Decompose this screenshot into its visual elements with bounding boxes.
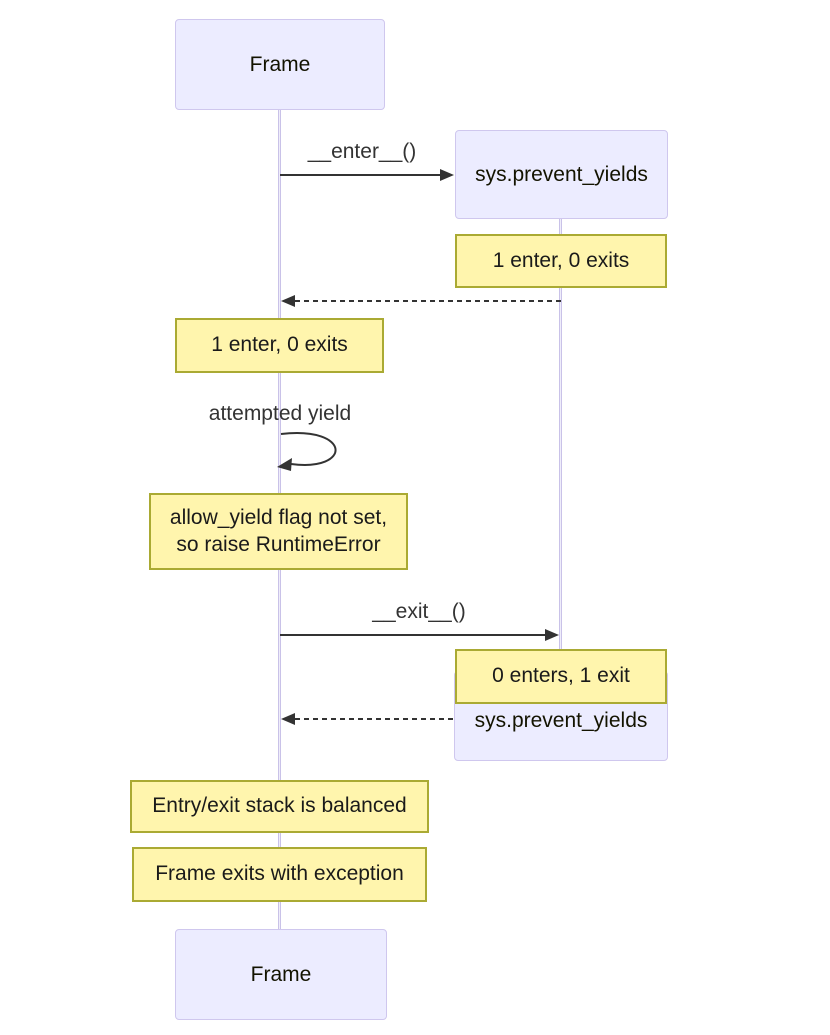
enter-arrowhead-icon	[440, 169, 454, 181]
self-loop-arrow-line	[280, 432, 337, 466]
note-stack-balanced: Entry/exit stack is balanced	[130, 780, 429, 833]
actor-box-frame-top: Frame	[175, 19, 385, 110]
return-after-exit-arrowhead-icon	[281, 713, 295, 725]
note-right-enter-count: 1 enter, 0 exits	[455, 234, 667, 288]
return-after-enter-arrowhead-icon	[281, 295, 295, 307]
actor-label-frame-top: Frame	[249, 52, 311, 76]
actor-box-frame-bottom: Frame	[175, 929, 387, 1020]
note-frame-exception: Frame exits with exception	[132, 847, 427, 902]
note-stack-balanced-text: Entry/exit stack is balanced	[152, 794, 407, 818]
note-right-exit-count-text: 0 enters, 1 exit	[492, 664, 630, 688]
note-right-enter-count-text: 1 enter, 0 exits	[492, 248, 630, 272]
actor-label-sys-bottom: sys.prevent_yields	[474, 709, 648, 732]
self-loop-arrowhead-icon	[277, 458, 292, 471]
note-frame-exception-text: Frame exits with exception	[155, 862, 404, 886]
note-allow-yield-flag: allow_yield flag not set, so raise Runti…	[149, 493, 408, 570]
note-allow-yield-flag-line1: allow_yield flag not set,	[169, 506, 388, 530]
actor-label-sys-top: sys.prevent_yields	[475, 162, 648, 186]
note-left-enter-count: 1 enter, 0 exits	[175, 318, 384, 373]
actor-label-frame-bottom: Frame	[250, 962, 312, 986]
note-right-exit-count: 0 enters, 1 exit	[455, 649, 667, 704]
lifeline-sys-prevent-yields	[559, 219, 562, 671]
actor-box-sys-top: sys.prevent_yields	[455, 130, 668, 219]
message-label-attempted-yield: attempted yield	[208, 402, 352, 425]
message-label-exit: __exit__()	[372, 600, 466, 623]
exit-arrowhead-icon	[545, 629, 559, 641]
note-left-enter-count-text: 1 enter, 0 exits	[211, 333, 348, 357]
message-label-enter: __enter__()	[307, 140, 417, 163]
note-allow-yield-flag-line2: so raise RuntimeError	[176, 532, 381, 556]
